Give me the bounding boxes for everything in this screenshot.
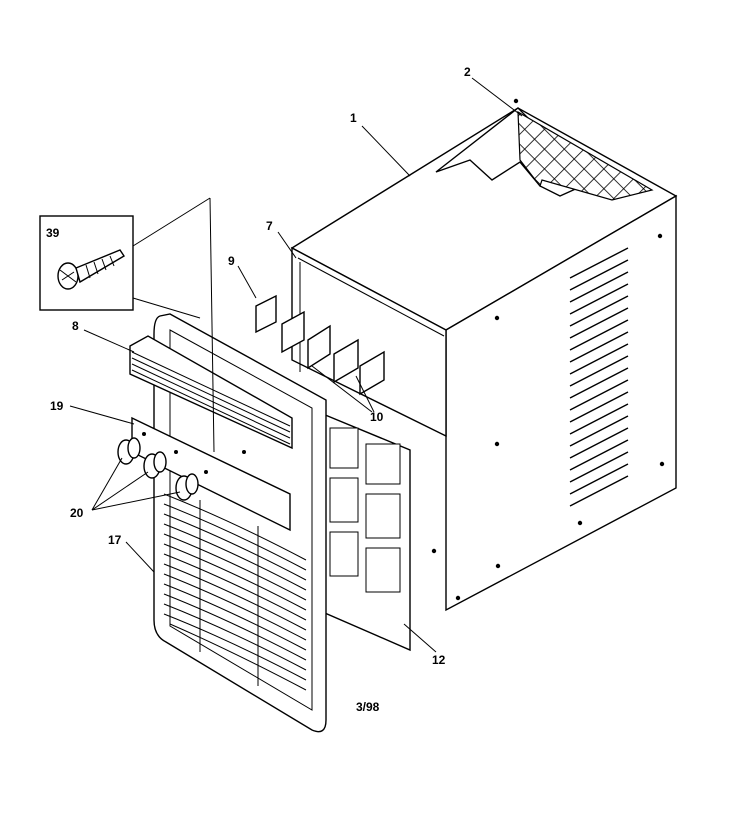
callout-9: 9 bbox=[228, 254, 235, 268]
cabinet bbox=[290, 98, 678, 612]
callout-7: 7 bbox=[266, 219, 273, 233]
top-louver-bar bbox=[129, 335, 293, 450]
callout-39: 39 bbox=[46, 226, 60, 240]
callout-8: 8 bbox=[72, 319, 79, 333]
front-grille-panel bbox=[117, 313, 327, 733]
screw-icon bbox=[57, 249, 125, 290]
control-knobs bbox=[117, 437, 199, 501]
label-cards bbox=[255, 294, 385, 396]
grille-louvers bbox=[163, 493, 307, 691]
revision-date: 3/98 bbox=[356, 700, 380, 714]
screw-inset bbox=[39, 215, 134, 311]
callout-2: 2 bbox=[464, 65, 471, 79]
air-filter bbox=[317, 410, 411, 652]
side-louvers bbox=[569, 247, 629, 507]
callout-19: 19 bbox=[50, 399, 64, 413]
rear-mesh-screen bbox=[517, 110, 654, 201]
callout-17: 17 bbox=[108, 533, 122, 547]
callout-10: 10 bbox=[370, 410, 384, 424]
leader-lines bbox=[69, 77, 523, 653]
callout-12: 12 bbox=[432, 653, 446, 667]
callout-1: 1 bbox=[350, 111, 357, 125]
callout-20: 20 bbox=[70, 506, 84, 520]
